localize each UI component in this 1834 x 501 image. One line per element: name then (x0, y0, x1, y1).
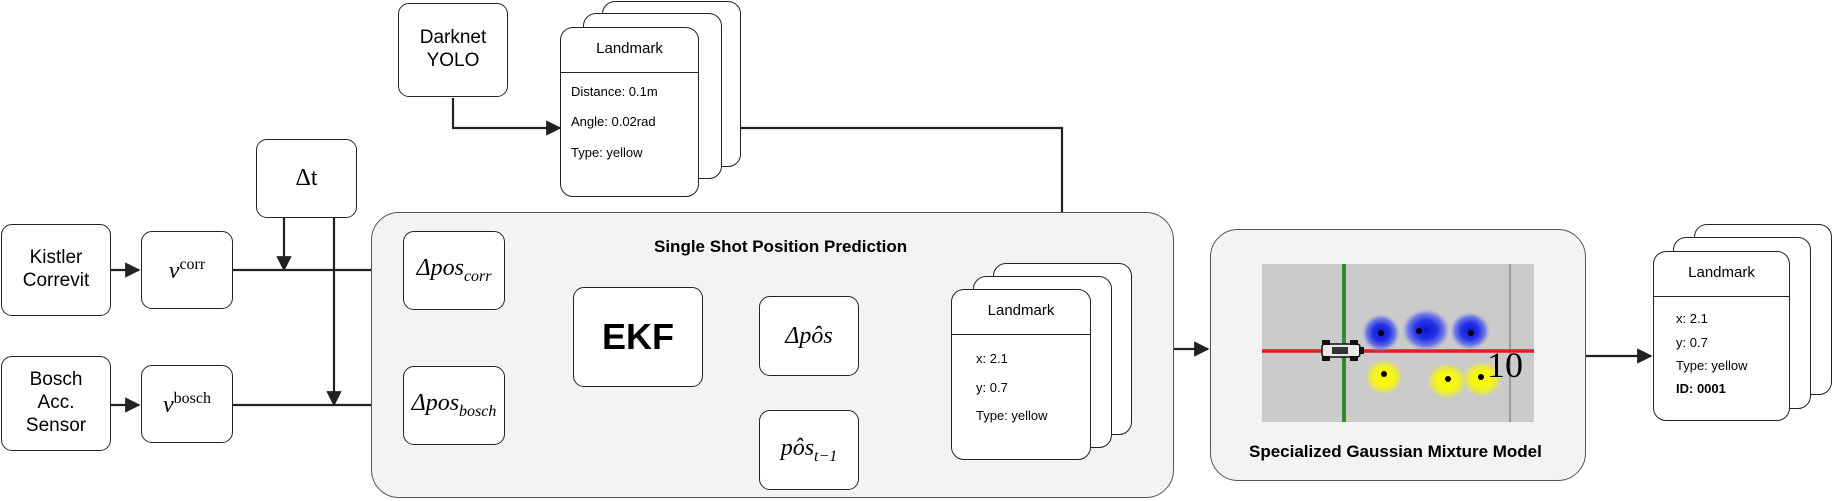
output-landmark-id: ID: 0001 (1676, 381, 1726, 396)
yolo-landmark-type: Type: yellow (571, 145, 643, 160)
race-car-icon (1321, 340, 1364, 361)
pos-hat-prev-base: pôs (780, 434, 815, 461)
ssp-landmark-divider (952, 334, 1090, 335)
pos-corr-base: Δpos (416, 255, 464, 282)
yolo-landmark-title: Landmark (596, 40, 663, 57)
yolo-landmark-angle: Angle: 0.02rad (571, 114, 656, 129)
pos-bosch-label: Δposbosch (412, 390, 497, 421)
map-overlay-number: 10 (1487, 345, 1523, 385)
pos-bosch-base: Δpos (411, 390, 460, 417)
yolo-landmark-distance: Distance: 0.1m (571, 84, 658, 99)
cone-dot-yellow-3 (1478, 374, 1484, 380)
ssp-landmark-type: Type: yellow (976, 408, 1048, 423)
arrow-darknet-to-landmark (451, 98, 562, 136)
output-landmark-title: Landmark (1688, 264, 1755, 281)
yolo-landmark-divider (561, 72, 698, 73)
yolo-landmark-card: Landmark Distance: 0.1m Angle: 0.02rad T… (560, 27, 699, 197)
output-landmark-card: Landmark x: 2.1 y: 0.7 Type: yellow ID: … (1653, 251, 1790, 421)
output-landmark-divider (1654, 296, 1789, 297)
v-bosch-sup: bosch (173, 389, 211, 407)
v-corr-box: vcorr (141, 231, 233, 309)
gmm-group-title: Specialized Gaussian Mixture Model (1249, 442, 1542, 461)
pos-corr-sub: corr (463, 267, 492, 285)
map-background (1262, 264, 1534, 422)
output-landmark-y: y: 0.7 (1676, 335, 1708, 350)
bosch-sensor-label: Bosch Acc. Sensor (25, 369, 87, 436)
v-corr-sup: corr (179, 255, 206, 273)
cone-dot-blue-3 (1468, 330, 1474, 336)
pos-corr-label: Δposcorr (417, 255, 492, 286)
ekf-label: EKF (602, 316, 674, 357)
darknet-yolo-label: Darknet YOLO (419, 27, 487, 71)
darknet-yolo-box: Darknet YOLO (398, 3, 508, 97)
gmm-map-image: 10 (1262, 264, 1534, 422)
cone-dot-blue-2 (1416, 328, 1422, 334)
cone-dot-yellow-2 (1445, 376, 1451, 382)
bosch-sensor-box: Bosch Acc. Sensor (1, 356, 111, 451)
ssp-landmark-card: Landmark x: 2.1 y: 0.7 Type: yellow (951, 289, 1091, 460)
v-bosch-box: vbosch (141, 365, 233, 443)
pos-hat-prev-sub: t−1 (814, 447, 838, 465)
pos-bosch-sub: bosch (459, 402, 497, 420)
v-bosch-label: vbosch (163, 390, 211, 419)
pos-hat-prev-label: pôst−1 (781, 435, 838, 466)
pos-corr-box: Δposcorr (403, 231, 505, 310)
delta-pos-hat-label: Δpôs (785, 322, 833, 349)
gmm-map-svg: 10 (1262, 264, 1534, 422)
ssp-landmark-title: Landmark (987, 302, 1055, 319)
kistler-correvit-label: Kistler Correvit (22, 247, 90, 291)
v-corr-label: vcorr (169, 256, 205, 285)
v-corr-base: v (168, 257, 180, 284)
cone-dot-yellow-1 (1381, 371, 1387, 377)
kistler-correvit-box: Kistler Correvit (1, 224, 111, 316)
ssp-landmark-y: y: 0.7 (976, 380, 1008, 395)
cone-dot-blue-1 (1378, 330, 1384, 336)
pos-hat-prev-box: pôst−1 (759, 410, 859, 490)
ekf-box: EKF (573, 287, 703, 387)
ssp-landmark-x: x: 2.1 (976, 351, 1008, 366)
pos-bosch-box: Δposbosch (403, 366, 505, 445)
delta-t-box: Δt (256, 139, 357, 218)
delta-t-label: Δt (295, 165, 318, 191)
output-landmark-type: Type: yellow (1676, 358, 1748, 373)
delta-pos-hat-box: Δpôs (759, 296, 859, 376)
ssp-group-title: Single Shot Position Prediction (654, 237, 908, 256)
output-landmark-x: x: 2.1 (1676, 311, 1708, 326)
blue-blob-2 (1402, 309, 1450, 351)
v-bosch-base: v (163, 391, 174, 418)
